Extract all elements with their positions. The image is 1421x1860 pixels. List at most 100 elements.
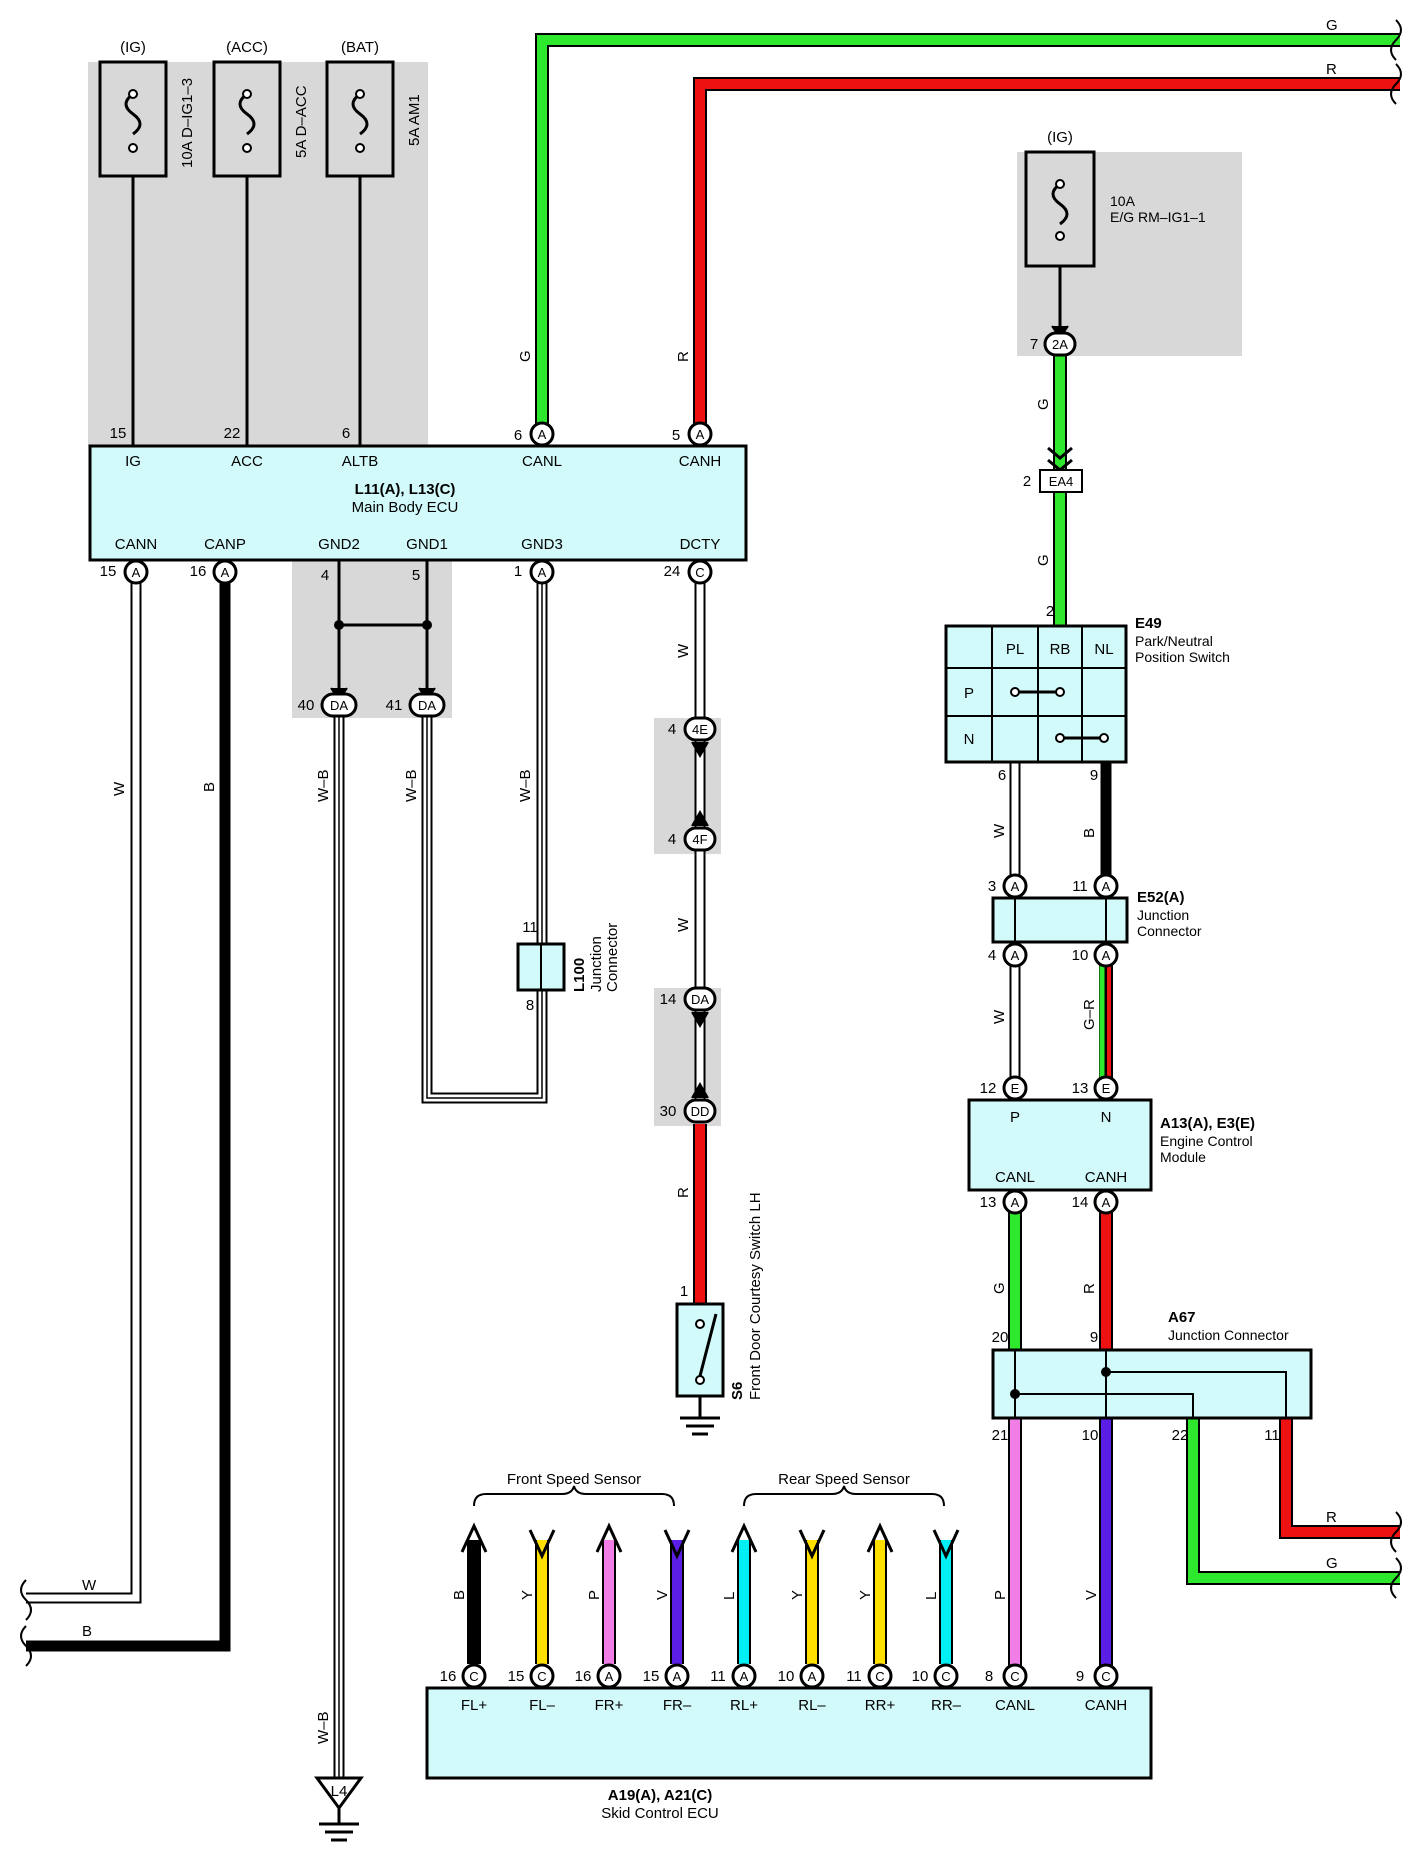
- ecm-label-p: P: [1010, 1109, 1020, 1126]
- conn-ea4: EA4 2: [1023, 446, 1083, 493]
- ecm-label-canh: CANH: [1085, 1169, 1128, 1186]
- skid-wire-label-9: V: [1083, 1590, 1100, 1600]
- wl-switch-r: R: [675, 1187, 692, 1198]
- fuse-ig-label: 10A D–IG1–3: [179, 78, 196, 168]
- e49-pin-out-left: 6: [998, 767, 1006, 784]
- e49-col-pl: PL: [1006, 641, 1024, 658]
- conn-4f: 4F 4: [668, 809, 717, 852]
- skid-arrow-up-6: [866, 1522, 894, 1553]
- wl-a67-r: R: [1326, 1509, 1337, 1526]
- skid-pins: BC16FL+YC15FL–PA16FR+VA15FR–LA11RL+YA10R…: [440, 1522, 1127, 1714]
- skid-rear-group: Rear Speed Sensor: [778, 1471, 910, 1488]
- pin-label-dcty: DCTY: [680, 536, 721, 553]
- conn-2a-code: 2A: [1052, 337, 1068, 352]
- wire-a67-g-out: [1186, 1418, 1400, 1585]
- skid-pin-circle-0: [461, 1663, 487, 1689]
- e52-name-2: Connector: [1137, 923, 1202, 939]
- skid-pin-circle-5: [799, 1663, 825, 1689]
- fuse-bat-type: (BAT): [341, 39, 379, 56]
- ecm-pin-num-n: 13: [1072, 1080, 1089, 1097]
- ecm-name-1: Engine Control: [1160, 1133, 1253, 1149]
- wl-e52-gr: G–R: [1081, 999, 1098, 1030]
- wl-dcty-w-2: W: [675, 917, 692, 932]
- pin-conn-canp: A: [221, 565, 230, 580]
- wl-e49-w: W: [991, 823, 1008, 838]
- conn-4e-num: 4: [668, 721, 676, 738]
- skid-arrow-down-1: [528, 1529, 556, 1560]
- conn-30dd-num: 30: [660, 1103, 677, 1120]
- wire-a67-r-out-fill: [1281, 1418, 1400, 1537]
- e52-conn-1: A: [1011, 879, 1020, 894]
- ecm-pin-num-canl: 13: [980, 1194, 997, 1211]
- fuse-ig-right: (IG) 10A E/G RM–IG1–1: [1024, 129, 1206, 268]
- pin-conn-cann: A: [132, 565, 141, 580]
- pin-num-altb: 6: [342, 425, 350, 442]
- main-ecu-name: Main Body ECU: [352, 499, 459, 516]
- pin-num-acc: 22: [224, 425, 241, 442]
- wl-wb-1: W–B: [315, 769, 332, 802]
- conn-4f-num: 4: [668, 831, 676, 848]
- skid-wire-label-1: Y: [519, 1590, 536, 1600]
- e49-pin-in: 2: [1046, 603, 1054, 620]
- wl-e49-b: B: [1081, 828, 1098, 838]
- break-marks-left: [20, 1579, 32, 1667]
- ecm-id: A13(A), E3(E): [1160, 1115, 1255, 1132]
- conn-ea4-code: EA4: [1049, 474, 1074, 489]
- engine-control-module: E E A A 12 13 13 14 P N CANL CANH A13(A)…: [967, 1075, 1255, 1215]
- skid-pin-conn-8: C: [1010, 1669, 1019, 1684]
- conn-14da-num: 14: [660, 991, 677, 1008]
- break-marks-right: [1390, 19, 1402, 1599]
- conn-14da: DA 14: [660, 986, 717, 1029]
- ecm-conn-canh: A: [1102, 1195, 1111, 1210]
- skid-pin-label-3: FR–: [663, 1697, 692, 1714]
- pin-num-canl: 6: [514, 427, 522, 444]
- skid-pin-circle-2: [596, 1663, 622, 1689]
- fuse-bat-label: 5A AM1: [406, 94, 423, 146]
- a67-junction-connector: 20 9 21 10 22 11 A67 Junction Connector: [991, 1309, 1313, 1444]
- e52-conn-3: A: [1011, 948, 1020, 963]
- wl-ig-g-1: G: [1035, 398, 1052, 410]
- pin-num-canp: 16: [190, 563, 207, 580]
- wl-wb-4: W–B: [315, 1711, 332, 1744]
- pin-conn-dcty: C: [695, 565, 704, 580]
- a67-pin-20: 20: [992, 1329, 1009, 1346]
- e49-col-nl: NL: [1094, 641, 1113, 658]
- fuse-ig-right-amps: 10A: [1110, 193, 1136, 209]
- skid-wire-label-6: Y: [857, 1590, 874, 1600]
- fuse-acc-label: 5A D–ACC: [293, 85, 310, 158]
- a67-id: A67: [1168, 1309, 1196, 1326]
- conn-30dd: DD 30: [660, 1081, 717, 1124]
- skid-wire-label-0: B: [451, 1590, 468, 1600]
- l100-name-1: Junction: [588, 936, 605, 992]
- pin-conn-gnd3: A: [538, 565, 547, 580]
- fuse-ig-right-type: (IG): [1047, 129, 1073, 146]
- fuse-bat: (BAT) 5A AM1: [325, 39, 423, 178]
- pin-num-cann: 15: [100, 563, 117, 580]
- a67-pin-21: 21: [992, 1427, 1009, 1444]
- skid-pin-circle-1: [529, 1663, 555, 1689]
- l100-pin-bottom: 8: [526, 997, 534, 1014]
- skid-pin-circle-7: [933, 1663, 959, 1689]
- fuse-ig-type: (IG): [120, 39, 146, 56]
- e52-pin-10: 10: [1072, 947, 1089, 964]
- skid-pin-circle-9: [1093, 1663, 1119, 1689]
- ecm-conn-canl: A: [1011, 1195, 1020, 1210]
- skid-name: Skid Control ECU: [601, 1805, 719, 1822]
- skid-pin-circle-8: [1002, 1663, 1028, 1689]
- e49-name-2: Position Switch: [1135, 649, 1230, 665]
- a67-pin-11: 11: [1264, 1427, 1280, 1444]
- skid-control-ecu: A19(A), A21(C) Skid Control ECU Front Sp…: [425, 1471, 1153, 1822]
- conn-14da-code: DA: [691, 992, 709, 1007]
- wl-wb-2: W–B: [403, 769, 420, 802]
- skid-arrow-down-3: [663, 1529, 691, 1560]
- wl-ecm-r: R: [1081, 1283, 1098, 1294]
- pin-label-acc: ACC: [231, 453, 263, 470]
- skid-pin-num-1: 15: [508, 1668, 525, 1685]
- e52-name-1: Junction: [1137, 907, 1189, 923]
- wl-ecm-g: G: [991, 1282, 1008, 1294]
- conn-da41-code: DA: [418, 698, 436, 713]
- pin-label-gnd2: GND2: [318, 536, 360, 553]
